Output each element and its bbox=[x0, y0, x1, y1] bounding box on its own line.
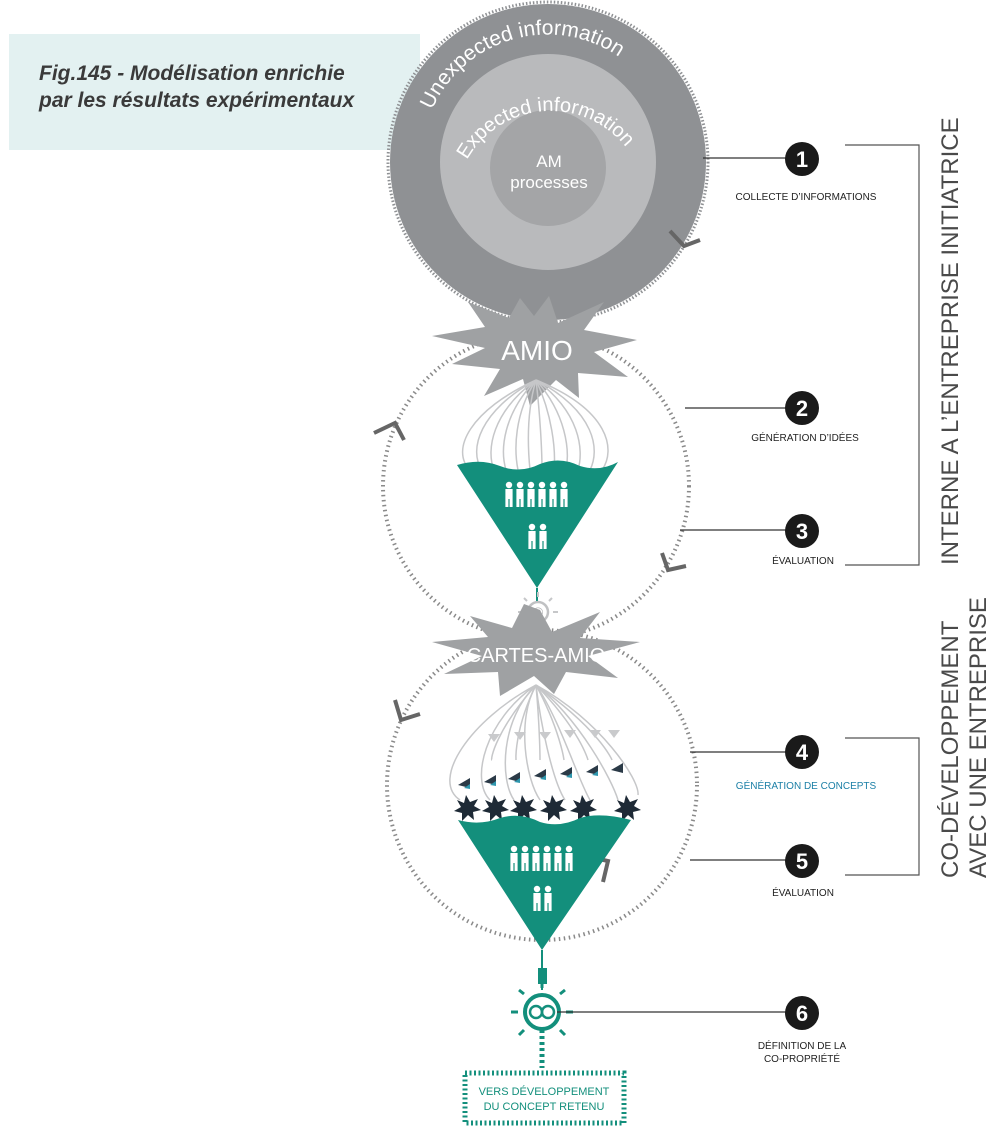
cycle-arrow-icon bbox=[660, 552, 687, 573]
cartes-burst-shape bbox=[432, 604, 640, 696]
final-box-line-2: DU CONCEPT RETENU bbox=[484, 1101, 605, 1113]
outer-circle-fringe bbox=[386, 0, 710, 324]
step-5: 5 ÉVALUATION bbox=[772, 844, 834, 899]
cartes-amio-label: CARTES-AMIO bbox=[467, 645, 606, 667]
concept-lines bbox=[449, 684, 639, 801]
processes-label: processes bbox=[510, 173, 587, 192]
idea-lines bbox=[461, 379, 609, 471]
step-label: GÉNÉRATION DE CONCEPTS bbox=[736, 779, 877, 792]
step-label: GÉNÉRATION D’IDÉES bbox=[751, 431, 859, 444]
step-number: 6 bbox=[796, 1001, 808, 1026]
leader-lines bbox=[557, 157, 790, 1013]
step-label: ÉVALUATION bbox=[772, 554, 834, 567]
step-3: 3 ÉVALUATION bbox=[772, 514, 834, 567]
concept-flags bbox=[458, 763, 623, 789]
step-number-badge bbox=[785, 391, 819, 425]
step-4: 4 GÉNÉRATION DE CONCEPTS bbox=[736, 735, 877, 792]
phase2-bracket bbox=[845, 737, 920, 876]
final-box-line-1: VERS DÉVELOPPEMENT bbox=[479, 1085, 610, 1098]
step-number-badge bbox=[785, 142, 819, 176]
phase1-bracket bbox=[845, 144, 920, 566]
concept-burst-icons bbox=[454, 795, 641, 821]
cycle-arrow-icon bbox=[668, 229, 701, 249]
step-2: 2 GÉNÉRATION D’IDÉES bbox=[751, 391, 859, 444]
caption-line-2: par les résultats expérimentaux bbox=[39, 89, 355, 112]
step-number: 2 bbox=[796, 396, 808, 421]
amio-burst: AMIO bbox=[432, 296, 637, 406]
idea-evaluation-funnel bbox=[457, 460, 618, 588]
caption-box bbox=[9, 34, 420, 150]
funnel-shape bbox=[457, 460, 618, 588]
step-1: 1 COLLECTE D’INFORMATIONS bbox=[736, 142, 877, 203]
cycle-arrow-icon bbox=[373, 420, 406, 441]
step-number: 5 bbox=[796, 849, 808, 874]
figure-caption: Fig.145 - Modélisation enrichie par les … bbox=[39, 60, 399, 114]
concept-markers-light bbox=[488, 730, 620, 742]
step-number: 3 bbox=[796, 519, 808, 544]
phase2-label-line-1: CO-DÉVELOPPEMENT bbox=[937, 620, 964, 878]
am-label: AM bbox=[536, 152, 562, 171]
step-6: 6 DÉFINITION DE LA CO-PROPRIÉTÉ bbox=[758, 996, 847, 1065]
amio-label: AMIO bbox=[501, 335, 573, 366]
phase2-label-line-2: AVEC UNE ENTREPRISE bbox=[965, 597, 992, 878]
funnel-shape bbox=[458, 815, 631, 950]
step-number-badge bbox=[785, 514, 819, 548]
step-label-line-2: CO-PROPRIÉTÉ bbox=[764, 1052, 840, 1065]
inner-circle bbox=[490, 110, 606, 226]
step-number: 4 bbox=[796, 740, 809, 765]
phase1-label: INTERNE A L’ENTREPRISE INITIATRICE bbox=[937, 117, 964, 565]
information-circle: Unexpected information Expected informat… bbox=[386, 0, 710, 324]
step-label-line-1: DÉFINITION DE LA bbox=[758, 1039, 847, 1052]
cartes-amio-burst: CARTES-AMIO bbox=[432, 604, 640, 696]
amio-burst-shape bbox=[432, 296, 637, 406]
step-number-badge bbox=[785, 735, 819, 769]
co-ownership-icon bbox=[511, 950, 573, 1068]
step-number: 1 bbox=[796, 147, 808, 172]
caption-line-1: Fig.145 - Modélisation enrichie bbox=[39, 62, 345, 85]
step-number-badge bbox=[785, 996, 819, 1030]
cycle-arrow-icon bbox=[393, 699, 421, 723]
step-label: COLLECTE D’INFORMATIONS bbox=[736, 192, 877, 203]
final-outcome-box: VERS DÉVELOPPEMENT DU CONCEPT RETENU bbox=[462, 1070, 627, 1126]
step-label: ÉVALUATION bbox=[772, 886, 834, 899]
concept-evaluation-funnel bbox=[458, 815, 631, 950]
step-number-badge bbox=[785, 844, 819, 878]
